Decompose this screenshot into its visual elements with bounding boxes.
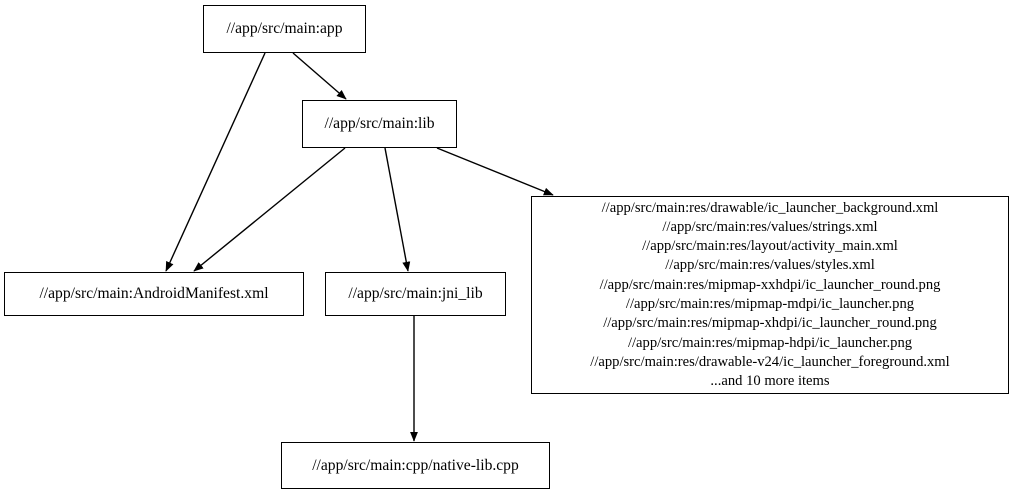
edge-lib-to-manifest <box>193 147 346 272</box>
edge-lib-to-res <box>436 147 554 196</box>
edge-app-to-lib <box>292 52 347 100</box>
graph-node-jni-lib[interactable]: //app/src/main:jni_lib <box>325 272 506 316</box>
graph-node-res-group[interactable]: //app/src/main:res/drawable/ic_launcher_… <box>531 196 1009 394</box>
graph-node-android-manifest-label: //app/src/main:AndroidManifest.xml <box>39 285 269 303</box>
graph-node-res-group-label: //app/src/main:res/drawable/ic_launcher_… <box>590 199 950 390</box>
graph-node-lib-label: //app/src/main:lib <box>324 115 435 133</box>
graph-node-native-lib-cpp-label: //app/src/main:cpp/native-lib.cpp <box>312 456 519 474</box>
graph-node-lib[interactable]: //app/src/main:lib <box>302 100 457 148</box>
graph-node-android-manifest[interactable]: //app/src/main:AndroidManifest.xml <box>4 272 304 316</box>
graph-node-app[interactable]: //app/src/main:app <box>203 5 366 53</box>
graph-node-native-lib-cpp[interactable]: //app/src/main:cpp/native-lib.cpp <box>281 442 550 489</box>
graph-node-jni-lib-label: //app/src/main:jni_lib <box>348 285 483 303</box>
edge-lib-to-jni-lib <box>384 147 411 272</box>
edge-app-to-manifest <box>165 52 266 272</box>
graph-node-app-label: //app/src/main:app <box>226 20 343 38</box>
